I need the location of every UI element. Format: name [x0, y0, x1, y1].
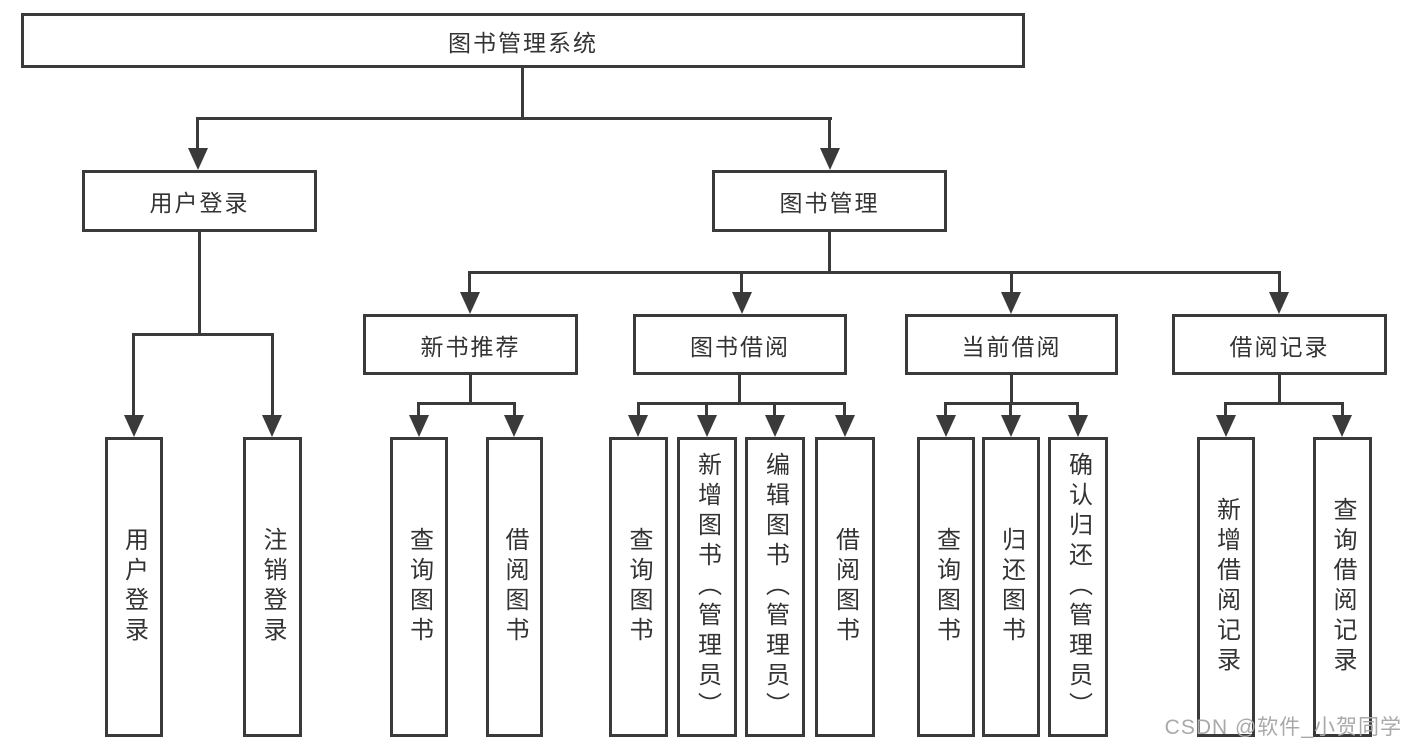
connector-vline: [417, 402, 420, 417]
arrowhead-down: [188, 148, 208, 170]
connector-vline: [521, 67, 524, 120]
node-search-books-borrowing: 查询图书: [609, 437, 668, 737]
connector-vline: [271, 333, 274, 418]
node-search-books-current: 查询图书: [917, 437, 975, 737]
arrowhead-down: [262, 415, 282, 437]
connector-vline: [773, 402, 776, 417]
node-user-login: 用户登录: [82, 170, 317, 232]
connector-vline: [1076, 402, 1079, 417]
arrowhead-down: [1216, 415, 1236, 437]
arrowhead-down: [124, 415, 144, 437]
connector-vline: [132, 333, 135, 418]
node-book-management: 图书管理: [712, 170, 947, 232]
arrowhead-down: [732, 292, 752, 314]
arrowhead-down: [460, 292, 480, 314]
connector-hline: [132, 333, 274, 336]
connector-vline: [513, 402, 516, 417]
arrowhead-down: [1269, 292, 1289, 314]
connector-hline: [1224, 402, 1344, 405]
connector-vline: [828, 231, 831, 274]
connector-vline: [198, 231, 201, 336]
connector-vline: [1341, 402, 1344, 417]
node-borrow-books: 借阅图书: [815, 437, 875, 737]
arrowhead-down: [628, 415, 648, 437]
connector-vline: [1278, 271, 1281, 294]
arrowhead-down: [820, 148, 840, 170]
node-search-books-recommend: 查询图书: [390, 437, 448, 737]
connector-vline: [1010, 374, 1013, 405]
node-current-borrowing: 当前借阅: [905, 314, 1118, 375]
connector-hline: [417, 402, 516, 405]
csdn-watermark: CSDN @软件_小贺同学: [1164, 716, 1402, 739]
connector-vline: [738, 374, 741, 405]
arrowhead-down: [1001, 292, 1021, 314]
node-login: 用户登录: [105, 437, 163, 737]
node-library-system: 图书管理系统: [21, 13, 1025, 68]
node-add-borrow-record: 新增借阅记录: [1197, 437, 1255, 737]
arrowhead-down: [936, 415, 956, 437]
connector-vline: [637, 402, 640, 417]
arrowhead-down: [1001, 415, 1021, 437]
node-confirm-return-admin: 确认归还（管理员）: [1048, 437, 1108, 737]
connector-vline: [740, 271, 743, 294]
node-search-borrow-record: 查询借阅记录: [1313, 437, 1372, 737]
connector-hline: [468, 271, 1281, 274]
connector-hline: [196, 117, 832, 120]
arrowhead-down: [409, 415, 429, 437]
connector-vline: [705, 402, 708, 417]
connector-vline: [1224, 402, 1227, 417]
node-add-books-admin: 新增图书（管理员）: [677, 437, 737, 737]
arrowhead-down: [1332, 415, 1352, 437]
connector-vline: [944, 402, 947, 417]
node-book-borrowing: 图书借阅: [633, 314, 847, 375]
connector-vline: [469, 374, 472, 405]
arrowhead-down: [1068, 415, 1088, 437]
connector-vline: [843, 402, 846, 417]
arrowhead-down: [765, 415, 785, 437]
connector-vline: [196, 117, 199, 152]
node-return-books: 归还图书: [982, 437, 1040, 737]
arrowhead-down: [835, 415, 855, 437]
connector-vline: [1009, 402, 1012, 417]
node-borrowing-records: 借阅记录: [1172, 314, 1387, 375]
node-borrow-books-recommend: 借阅图书: [486, 437, 543, 737]
arrowhead-down: [697, 415, 717, 437]
node-edit-books-admin: 编辑图书（管理员）: [745, 437, 805, 737]
connector-hline: [637, 402, 846, 405]
connector-vline: [1010, 271, 1013, 294]
connector-vline: [828, 117, 831, 152]
connector-vline: [1278, 374, 1281, 405]
arrowhead-down: [504, 415, 524, 437]
node-new-book-recommend: 新书推荐: [363, 314, 578, 375]
connector-vline: [468, 271, 471, 294]
node-logout: 注销登录: [243, 437, 302, 737]
